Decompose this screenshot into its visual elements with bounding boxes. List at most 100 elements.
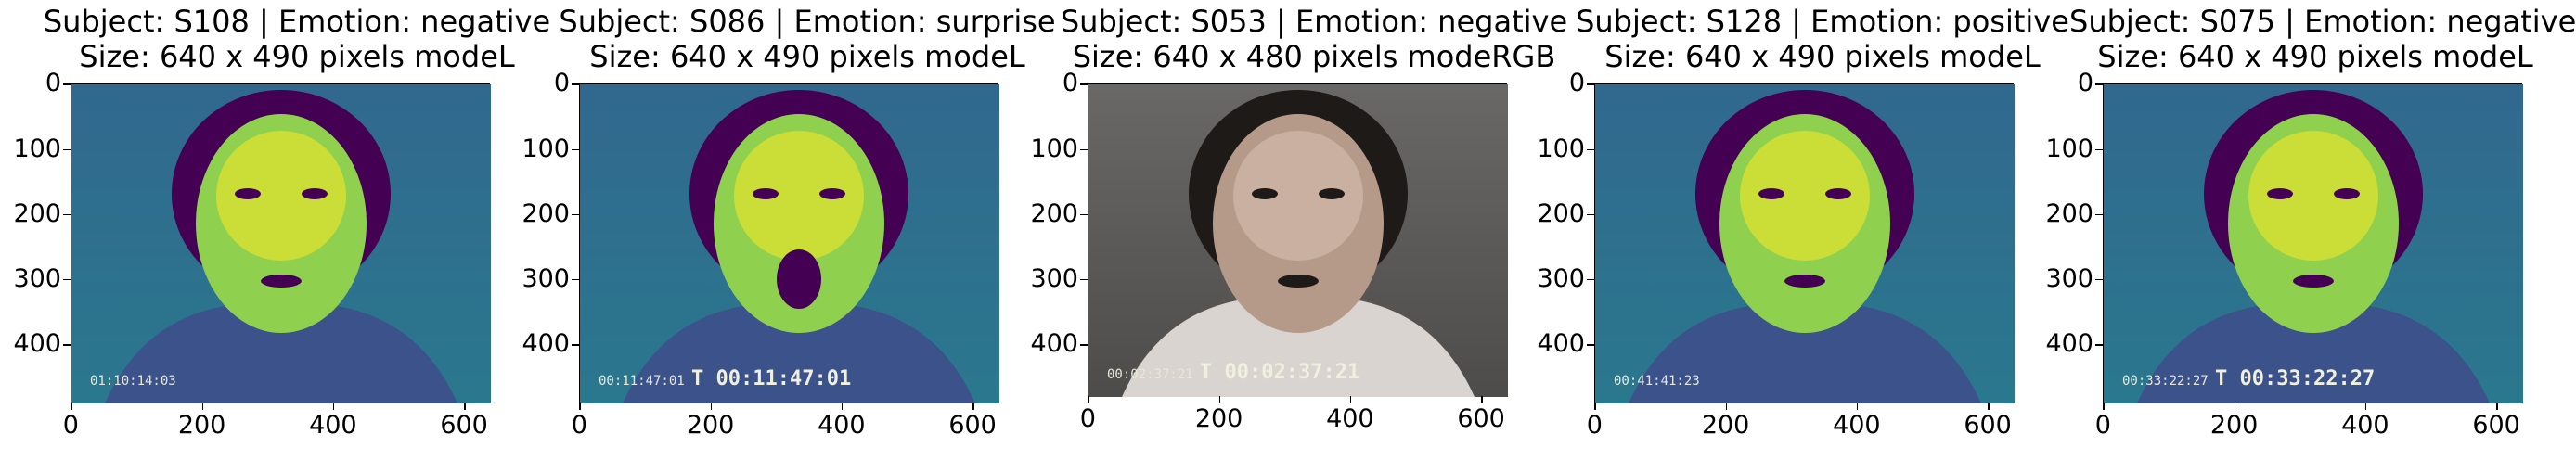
timestamp-large: T 00:02:37:21 [1200,361,1359,384]
y-tick-label: 0 [553,69,570,98]
y-tick-mark [1587,344,1594,346]
y-tick-label: 200 [13,198,61,228]
shoulders-shape [623,306,975,403]
shoulders-shape [2137,306,2490,403]
y-tick-label: 100 [522,134,570,163]
shoulders-shape [105,306,457,403]
right-eye [2334,188,2360,199]
y-tick-mark [1080,344,1088,346]
x-tick-mark [1218,396,1221,403]
y-tick-mark [1587,148,1594,151]
x-tick-label: 600 [948,411,997,440]
y-tick-label: 0 [1062,69,1078,98]
left-eye [2267,188,2293,199]
x-tick-mark [841,402,844,410]
y-tick-mark [572,344,579,346]
image-panel-s128: Subject: S128 | Emotion: positive Size: … [1537,0,2082,460]
panel-title-size: Size: 640 x 490 pixels modeL [79,39,515,74]
x-tick-label: 600 [440,411,488,440]
y-tick-mark [1080,83,1088,85]
x-tick-label: 600 [1964,411,2012,440]
y-tick-label: 200 [522,198,570,228]
face-highlight [216,131,346,261]
timestamp-large: T 00:33:22:27 [2215,367,2375,390]
timestamp-small: 01:10:14:03 [90,374,176,389]
shoulders-shape [1629,306,1981,403]
x-tick-mark [332,402,335,410]
panel-title-subject: Subject: S128 | Emotion: positive [1576,4,2069,39]
image-panel-s075: Subject: S075 | Emotion: negative Size: … [2045,0,2576,460]
y-tick-mark [2095,278,2103,281]
y-tick-mark [1080,148,1088,151]
x-tick-mark [2234,402,2236,410]
y-tick-label: 400 [522,329,570,359]
y-tick-label: 100 [2045,134,2093,163]
y-tick-mark [63,278,71,281]
x-tick-label: 600 [2472,411,2520,440]
y-tick-mark [1587,278,1594,281]
image-panel-s086: Subject: S086 | Emotion: surprise Size: … [522,0,1067,460]
y-tick-label: 400 [1030,329,1078,359]
panel-title-size: Size: 640 x 480 pixels modeRGB [1072,39,1556,74]
timestamp-small: 00:11:47:01 [599,374,685,389]
x-tick-mark [1594,402,1596,410]
y-tick-label: 100 [1537,134,1585,163]
x-tick-mark [1088,396,1089,403]
y-tick-mark [63,344,71,346]
y-tick-label: 300 [2045,263,2093,293]
y-tick-mark [572,278,579,281]
face-image: 00:33:22:27 T 00:33:22:27 [2103,83,2523,403]
y-tick-label: 300 [1030,263,1078,293]
left-eye [753,188,779,199]
left-eye [235,188,261,199]
y-tick-label: 0 [1568,69,1585,98]
y-tick-label: 0 [45,69,61,98]
x-tick-mark [972,402,974,410]
y-tick-mark [1080,278,1088,281]
y-tick-mark [2095,83,2103,85]
y-tick-mark [1587,213,1594,216]
y-tick-label: 100 [1030,134,1078,163]
x-tick-mark [1725,402,1728,410]
y-tick-label: 400 [1537,329,1585,359]
panel-title-subject: Subject: S086 | Emotion: surprise [559,4,1056,39]
y-tick-mark [63,213,71,216]
x-tick-label: 200 [177,411,226,440]
x-tick-label: 200 [686,411,735,440]
x-tick-label: 400 [818,411,866,440]
face-highlight [1233,131,1363,261]
y-tick-label: 200 [1537,198,1585,228]
x-tick-label: 0 [1586,411,1603,440]
face-highlight [1740,131,1870,261]
x-tick-label: 400 [2341,411,2389,440]
panel-title-subject: Subject: S053 | Emotion: negative [1060,4,1568,39]
x-tick-label: 600 [1457,404,1505,433]
right-eye [302,188,328,199]
x-tick-label: 200 [1194,404,1243,433]
x-tick-label: 200 [1701,411,1750,440]
timestamp-small: 00:41:41:23 [1614,374,1700,389]
x-tick-label: 400 [1833,411,1881,440]
x-tick-mark [2364,402,2367,410]
left-eye [1758,188,1784,199]
x-tick-label: 400 [309,411,357,440]
panel-title-subject: Subject: S108 | Emotion: negative [43,4,551,39]
y-tick-mark [1587,83,1594,85]
mouth-shape [1278,275,1319,288]
x-tick-label: 0 [2094,411,2111,440]
right-eye [1319,188,1345,199]
x-tick-mark [1856,402,1859,410]
timestamp-small: 00:33:22:27 [2122,374,2209,389]
x-tick-mark [201,402,204,410]
mouth-shape [261,275,302,288]
x-tick-label: 200 [2209,411,2259,440]
y-tick-label: 400 [13,329,61,359]
x-tick-label: 0 [62,411,79,440]
y-tick-mark [2095,344,2103,346]
face-highlight [734,131,864,261]
x-tick-mark [2496,402,2498,410]
left-eye [1252,188,1278,199]
x-tick-mark [71,402,72,410]
